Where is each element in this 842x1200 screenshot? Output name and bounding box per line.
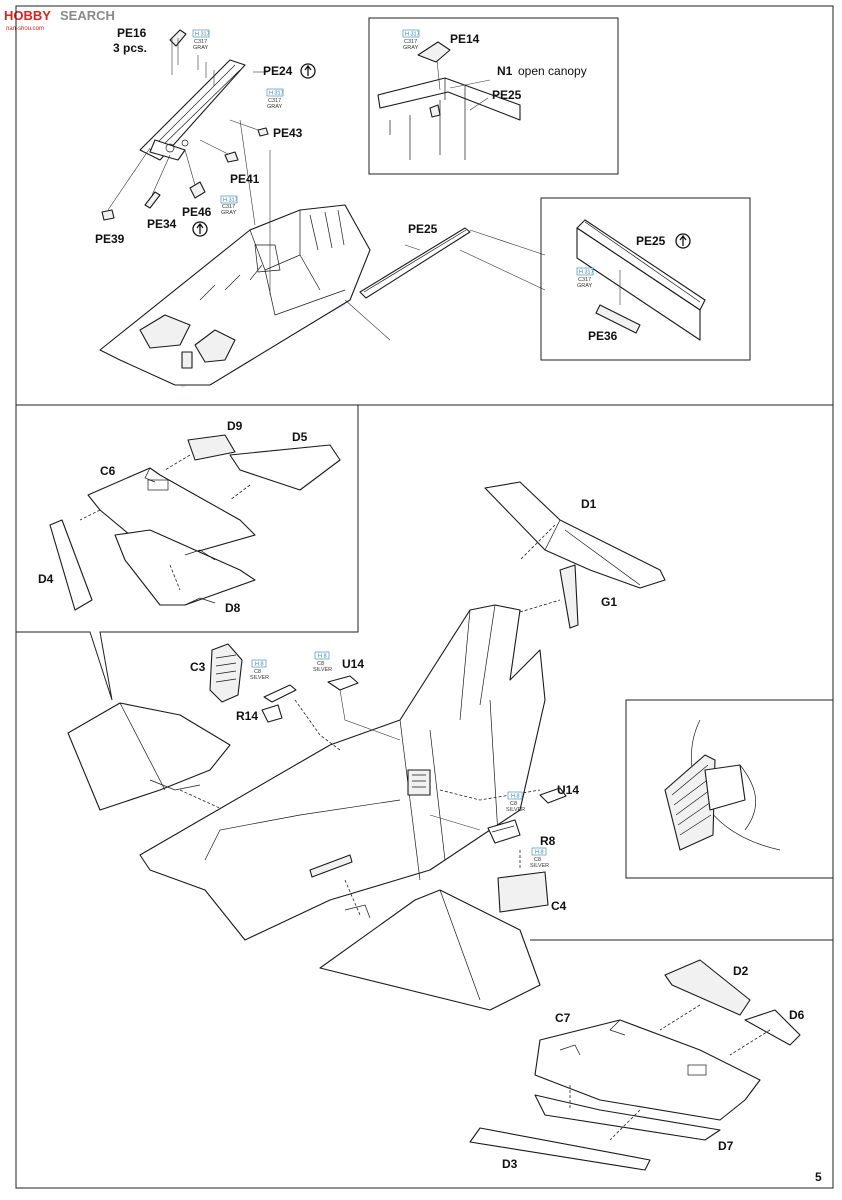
page-frame [15, 5, 834, 1189]
color-tag-gray-2: H 317 C317 GRAY [266, 88, 284, 110]
label-d8: D8 [225, 601, 241, 615]
svg-text:H 317: H 317 [223, 198, 238, 204]
airbrake-right: H 8 C8 SILVER H 8 C8 SILVER U14 R8 C4 [429, 783, 579, 913]
watermark-sub: nan-shou.com [6, 26, 44, 32]
watermark-brand-a: HOBBY [4, 8, 51, 23]
svg-text:GRAY: GRAY [193, 45, 209, 51]
canopy-inset: H 317 C317 GRAY PE14 N1 open canopy PE25 [368, 17, 619, 175]
pe25-up-arrow-icon [675, 233, 691, 249]
airbrake-left: H 8 C8 SILVER H 8 C8 SILVER C3 U14 R14 [190, 643, 401, 751]
svg-text:C317: C317 [268, 98, 281, 104]
label-u14-a: U14 [342, 657, 364, 671]
svg-text:C317: C317 [222, 204, 235, 210]
svg-text:H 8: H 8 [535, 850, 544, 856]
watermark-brand-b: SEARCH [60, 8, 115, 23]
label-g1: G1 [601, 595, 617, 609]
label-pe16: PE16 [117, 26, 147, 40]
stabilizer-inset: D9 D5 C6 D4 D8 [16, 405, 359, 701]
svg-text:H 8: H 8 [511, 794, 520, 800]
pe25-rail: PE25 [344, 222, 546, 341]
svg-text:GRAY: GRAY [221, 210, 237, 216]
svg-text:GRAY: GRAY [577, 283, 593, 289]
svg-text:SILVER: SILVER [313, 667, 332, 673]
label-n1: N1 [497, 64, 513, 78]
label-d7: D7 [718, 1139, 734, 1153]
svg-text:SILVER: SILVER [250, 675, 269, 681]
svg-text:H 8: H 8 [318, 654, 327, 660]
label-d2: D2 [733, 964, 749, 978]
label-pe25-main: PE25 [408, 222, 438, 236]
cockpit-tub [99, 204, 371, 388]
svg-text:C317: C317 [578, 277, 591, 283]
pe25-detail-inset: H 317 C317 GRAY PE25 PE36 [540, 197, 751, 361]
svg-text:GRAY: GRAY [403, 45, 419, 51]
label-r8: R8 [540, 834, 556, 848]
svg-text:C8: C8 [254, 669, 261, 675]
label-pe24: PE24 [263, 64, 293, 78]
label-c6: C6 [100, 464, 116, 478]
page-number: 5 [815, 1170, 822, 1184]
label-d6: D6 [789, 1008, 805, 1022]
svg-text:H 8: H 8 [255, 662, 264, 668]
svg-text:GRAY: GRAY [267, 104, 283, 110]
label-pe25-right: PE25 [636, 234, 666, 248]
svg-text:SILVER: SILVER [506, 807, 525, 813]
svg-text:C8: C8 [510, 801, 517, 807]
svg-text:H 317: H 317 [269, 91, 284, 97]
airbrake-detail-inset [625, 699, 834, 879]
label-r14: R14 [236, 709, 258, 723]
label-u14-b: U14 [557, 783, 579, 797]
label-pe36: PE36 [588, 329, 618, 343]
label-pe25-inset: PE25 [492, 88, 522, 102]
svg-text:C317: C317 [404, 39, 417, 45]
svg-text:C8: C8 [534, 857, 541, 863]
label-d3: D3 [502, 1157, 518, 1171]
left-stabilizer [67, 702, 236, 816]
label-d1: D1 [581, 497, 597, 511]
label-c7: C7 [555, 1011, 571, 1025]
label-pe16-qty: 3 pcs. [113, 41, 147, 55]
pe46-up-arrow-icon [192, 221, 208, 237]
label-pe14: PE14 [450, 32, 480, 46]
color-tag-gray-3: H 317 C317 GRAY [220, 195, 238, 216]
svg-text:SILVER: SILVER [530, 863, 549, 869]
right-stabilizer [319, 889, 541, 1011]
svg-text:H 317: H 317 [195, 32, 210, 38]
svg-text:H 317: H 317 [405, 32, 420, 38]
label-c3: C3 [190, 660, 206, 674]
label-d9: D9 [227, 419, 243, 433]
vertical-tail: D1 G1 [484, 481, 666, 629]
label-pe39: PE39 [95, 232, 125, 246]
label-pe46: PE46 [182, 205, 212, 219]
pe24-up-arrow-icon [300, 63, 316, 79]
fuselage-tail [139, 604, 546, 941]
label-pe41: PE41 [230, 172, 260, 186]
svg-text:H 317: H 317 [579, 270, 594, 276]
label-c4: C4 [551, 899, 567, 913]
svg-text:C8: C8 [317, 661, 324, 667]
label-open-canopy: open canopy [518, 64, 587, 78]
label-d4: D4 [38, 572, 54, 586]
side-console-assembly [101, 29, 271, 295]
label-d5: D5 [292, 430, 308, 444]
label-pe34: PE34 [147, 217, 177, 231]
watermark: HOBBY SEARCH nan-shou.com [0, 0, 115, 32]
label-pe43: PE43 [273, 126, 303, 140]
color-tag-gray-1: H 317 C317 GRAY [192, 29, 210, 51]
svg-text:C317: C317 [194, 39, 207, 45]
right-stabilizer-breakdown: D2 D6 C7 D7 D3 [469, 939, 833, 1171]
